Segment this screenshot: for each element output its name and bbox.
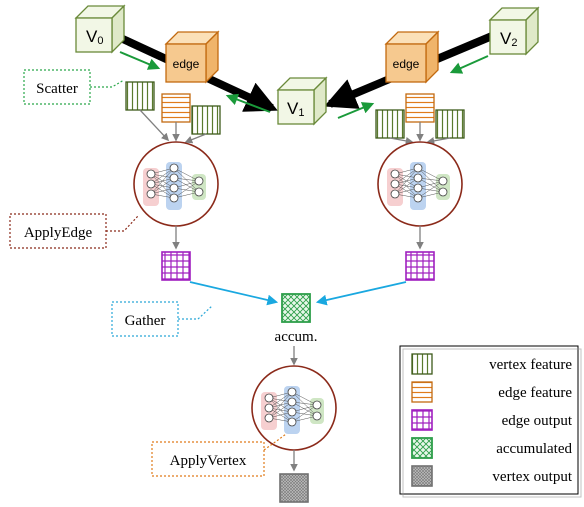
legend-item-vertex-output: vertex output bbox=[411, 465, 573, 487]
left-vertex-feature-2 bbox=[191, 105, 221, 135]
vertex-v1-sub: 1 bbox=[298, 107, 304, 119]
apply-vertex-label: ApplyVertex bbox=[170, 453, 247, 469]
accum-label: accum. bbox=[275, 329, 318, 345]
gather-arrow-right bbox=[315, 281, 407, 306]
gather-arrows bbox=[189, 281, 407, 306]
edge-output-right bbox=[405, 251, 435, 281]
apply-edge-callout: ApplyEdge bbox=[9, 213, 139, 249]
accumulated-box bbox=[281, 293, 311, 323]
gather-label: Gather bbox=[125, 313, 166, 329]
edge-cube-right-label: edge bbox=[393, 57, 420, 71]
edge-cube-left: edge bbox=[164, 30, 220, 84]
left-feature-stack bbox=[125, 81, 221, 135]
legend-item-edge-feature: edge feature bbox=[411, 381, 572, 403]
vertex-v1: V1 bbox=[276, 76, 328, 126]
scatter-arrow-1 bbox=[119, 51, 161, 70]
vertex-v1-letter: V bbox=[287, 99, 299, 118]
left-nn-inputs bbox=[139, 109, 207, 144]
apply-vertex-nn bbox=[251, 365, 337, 451]
right-vertex-feature-2 bbox=[435, 109, 465, 139]
vertex-output-box bbox=[279, 473, 309, 503]
vertex-v0-sub: 0 bbox=[97, 35, 103, 47]
edge-output-arrows bbox=[172, 226, 424, 250]
vertex-v2: V2 bbox=[488, 6, 540, 56]
legend-item-edge-output: edge output bbox=[411, 409, 573, 431]
svg-text:V0: V0 bbox=[86, 27, 103, 47]
svg-text:V2: V2 bbox=[500, 29, 517, 49]
legend-label-accumulated: accumulated bbox=[496, 441, 572, 457]
legend-item-accumulated: accumulated bbox=[411, 437, 572, 459]
edge-cube-left-label: edge bbox=[173, 57, 200, 71]
scatter-arrow-2 bbox=[225, 93, 271, 113]
vertex-v2-letter: V bbox=[500, 29, 512, 48]
gather-arrow-left bbox=[189, 281, 279, 306]
apply-edge-nn-right bbox=[377, 141, 463, 227]
scatter-arrows bbox=[119, 51, 489, 119]
apply-vertex-callout: ApplyVertex bbox=[151, 433, 287, 477]
scatter-arrow-4 bbox=[449, 55, 489, 74]
vertex-v2-sub: 2 bbox=[511, 37, 517, 49]
scatter-callout: Scatter bbox=[23, 69, 125, 105]
vertex-v0-letter: V bbox=[86, 27, 98, 46]
vertex-v0: V0 bbox=[74, 4, 126, 54]
apply-edge-nn-left bbox=[133, 141, 219, 227]
legend: vertex feature edge feature edge output … bbox=[399, 345, 582, 498]
legend-label-vertex-feature: vertex feature bbox=[489, 357, 572, 373]
edge-output-left bbox=[161, 251, 191, 281]
right-vertex-feature-1 bbox=[375, 109, 405, 139]
legend-label-edge-feature: edge feature bbox=[498, 385, 572, 401]
legend-label-vertex-output: vertex output bbox=[492, 469, 572, 485]
legend-label-edge-output: edge output bbox=[502, 413, 573, 429]
legend-item-vertex-feature: vertex feature bbox=[411, 353, 572, 375]
left-edge-feature bbox=[161, 93, 191, 123]
left-vertex-feature-1 bbox=[125, 81, 155, 111]
right-edge-feature bbox=[405, 93, 435, 123]
apply-edge-label: ApplyEdge bbox=[24, 225, 93, 241]
right-nn-inputs bbox=[389, 122, 451, 145]
scatter-label: Scatter bbox=[36, 81, 78, 97]
gather-callout: Gather bbox=[111, 301, 213, 337]
svg-text:V1: V1 bbox=[287, 99, 304, 119]
edge-cube-right: edge bbox=[384, 30, 440, 84]
scatter-arrow-3 bbox=[337, 102, 375, 119]
